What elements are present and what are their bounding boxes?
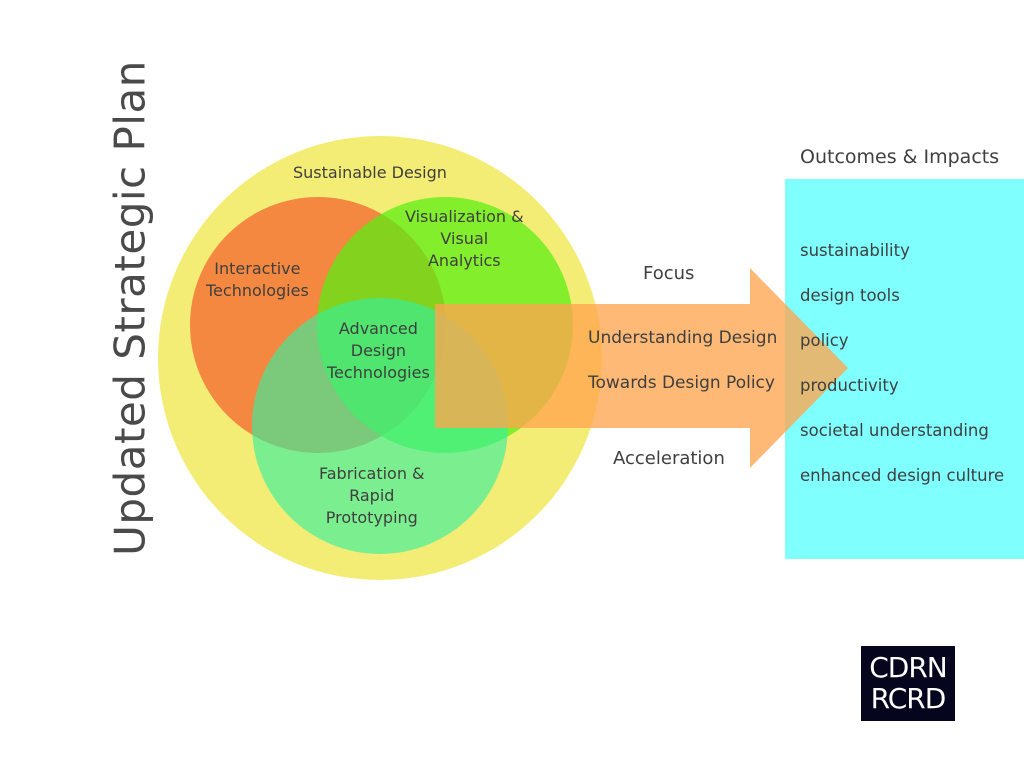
advanced-line-2: Design: [350, 341, 407, 360]
sustainable-design-label: Sustainable Design: [293, 163, 447, 182]
focus-arrow: [435, 268, 848, 468]
interactive-technologies-label: Interactive Technologies: [206, 258, 309, 302]
cdrn-logo: CDRN RCRD: [861, 646, 955, 721]
advanced-line-1: Advanced: [338, 319, 418, 338]
interactive-line-2: Technologies: [206, 281, 309, 300]
advanced-design-label: Advanced Design Technologies: [327, 318, 430, 384]
design-policy-label: Towards Design Policy: [588, 373, 775, 393]
outcome-item: design tools: [800, 286, 900, 305]
outcomes-list: sustainability design tools policy produ…: [800, 240, 1004, 510]
advanced-line-3: Technologies: [327, 363, 430, 382]
focus-label: Focus: [643, 263, 695, 284]
outcome-item: societal understanding: [800, 421, 989, 440]
fabrication-label: Fabrication & Rapid Prototyping: [319, 463, 425, 529]
page-title: Updated Strategic Plan: [105, 60, 155, 556]
understanding-design-label: Understanding Design: [588, 328, 778, 348]
fabrication-line-3: Prototyping: [325, 508, 418, 527]
outcome-item: productivity: [800, 376, 899, 395]
outcome-item: enhanced design culture: [800, 466, 1005, 485]
outcome-item: sustainability: [800, 241, 910, 260]
visualization-line-1: Visualization &: [405, 207, 524, 226]
logo-line-2: RCRD: [870, 682, 947, 715]
visualization-line-3: Analytics: [427, 251, 501, 270]
visualization-line-2: Visual: [440, 229, 489, 248]
logo-line-1: CDRN: [869, 651, 948, 684]
interactive-line-1: Interactive: [214, 259, 301, 278]
visualization-label: Visualization & Visual Analytics: [405, 206, 524, 272]
outcomes-title: Outcomes & Impacts: [800, 146, 1000, 168]
fabrication-line-2: Rapid: [349, 486, 395, 505]
outcome-item: policy: [800, 331, 849, 350]
fabrication-line-1: Fabrication &: [319, 464, 425, 483]
acceleration-label: Acceleration: [613, 448, 725, 469]
